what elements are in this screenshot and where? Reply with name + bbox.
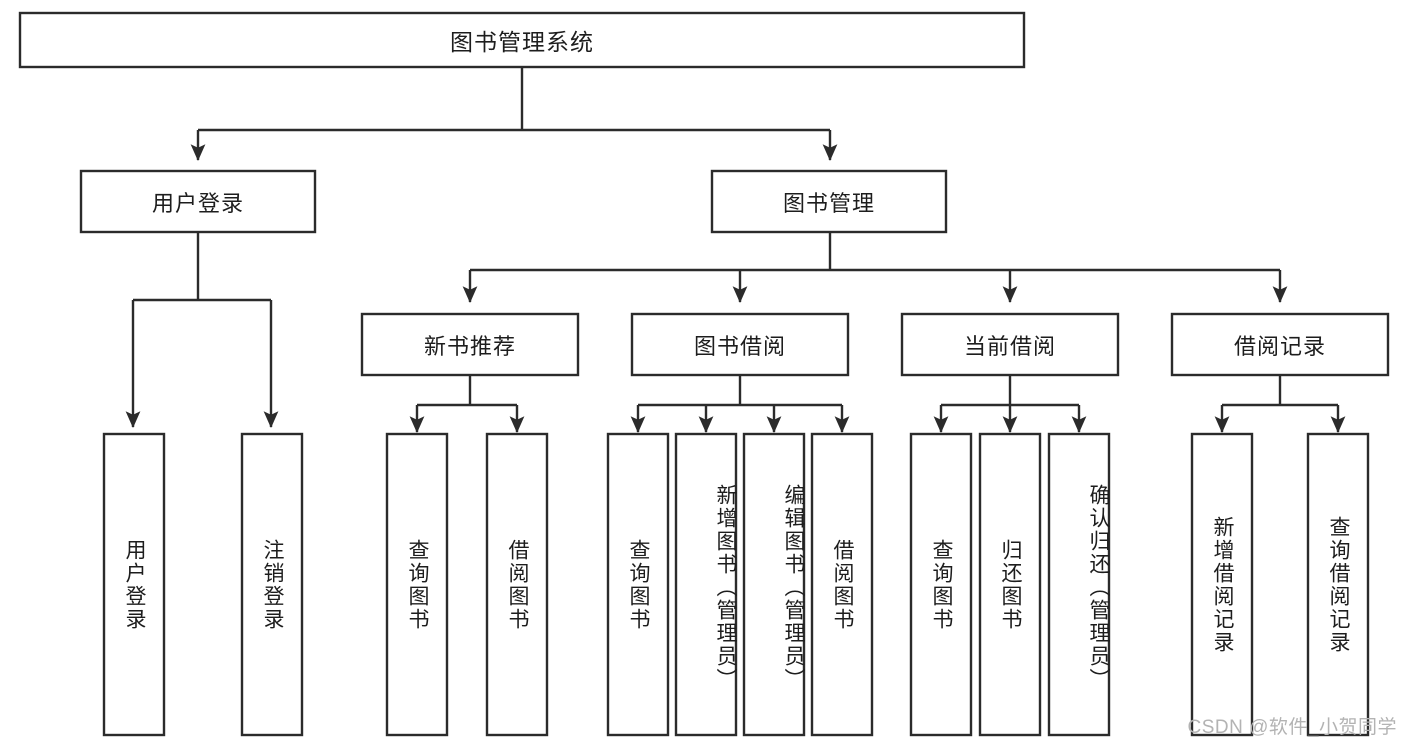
node-new-book-label: 新书推荐 <box>423 333 516 359</box>
node-book-borrow-box[interactable] <box>630 312 850 377</box>
leaf-box-book-borrow-1[interactable] <box>606 432 670 737</box>
node-user-login-label: 用户登录 <box>151 190 244 216</box>
node-root-label: 图书管理系统 <box>450 29 594 55</box>
leaf-box-book-borrow-2[interactable] <box>674 432 738 737</box>
leaf-box-user-login-1[interactable] <box>102 432 166 737</box>
node-root-box[interactable] <box>18 11 1026 69</box>
node-borrow-record-label: 借阅记录 <box>1233 333 1326 359</box>
node-current-borrow-box[interactable] <box>900 312 1120 377</box>
leaf-box-book-borrow-3[interactable] <box>742 432 806 737</box>
node-current-borrow-label: 当前借阅 <box>963 333 1056 359</box>
leaf-box-user-login-2[interactable] <box>240 432 304 737</box>
csdn-watermark: CSDN @软件_小贺同学 <box>1187 717 1397 738</box>
leaf-box-borrow-record-1[interactable] <box>1190 432 1254 737</box>
leaf-box-current-borrow-1[interactable] <box>909 432 973 737</box>
node-book-borrow-label: 图书借阅 <box>693 333 786 359</box>
leaf-box-new-book-2[interactable] <box>485 432 549 737</box>
leaf-box-current-borrow-2[interactable] <box>978 432 1042 737</box>
leaf-box-borrow-record-2[interactable] <box>1306 432 1370 737</box>
leaf-box-book-borrow-4[interactable] <box>810 432 874 737</box>
node-book-manage-label: 图书管理 <box>782 190 875 216</box>
node-book-manage-box[interactable] <box>710 169 948 234</box>
node-new-book-box[interactable] <box>360 312 580 377</box>
leaf-box-current-borrow-3[interactable] <box>1047 432 1111 737</box>
leaf-box-new-book-1[interactable] <box>385 432 449 737</box>
node-borrow-record-box[interactable] <box>1170 312 1390 377</box>
